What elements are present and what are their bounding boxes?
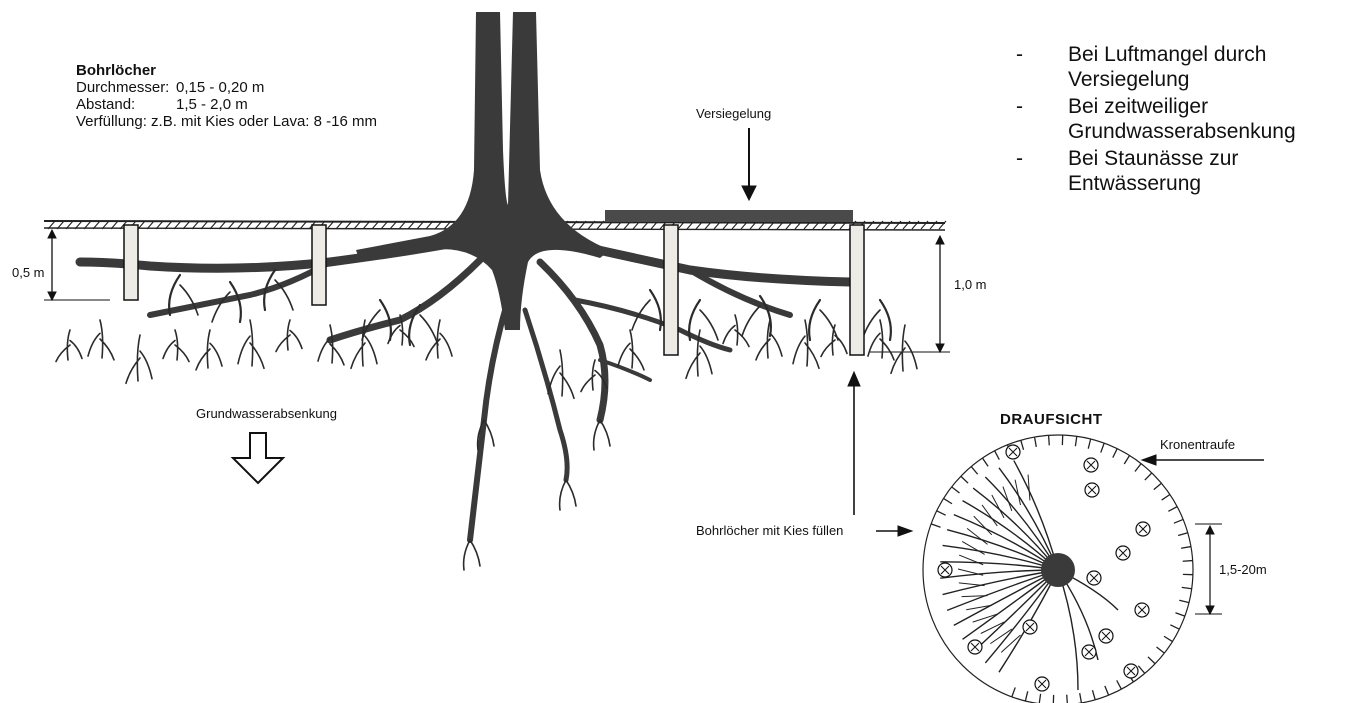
specs-row-distance: Abstand:1,5 - 2,0 m bbox=[76, 96, 377, 113]
label-depth-left: 0,5 m bbox=[12, 265, 45, 280]
fine-root bbox=[276, 320, 302, 352]
trunk-plan bbox=[1041, 553, 1075, 587]
groundwater-arrow bbox=[233, 433, 283, 483]
bullet-item: - Bei Staunässe zur Entwässerung bbox=[1016, 146, 1296, 196]
drip-line-tick bbox=[1067, 695, 1068, 703]
borehole-specs: Bohrlöcher Durchmesser:0,15 - 0,20 m Abs… bbox=[76, 62, 377, 130]
borehole bbox=[850, 225, 864, 355]
fine-root bbox=[196, 330, 222, 370]
root-branch bbox=[380, 300, 391, 340]
label-kronentraufe: Kronentraufe bbox=[1160, 437, 1235, 452]
fine-root bbox=[618, 330, 644, 370]
label-spacing: 1,5-20m bbox=[1219, 562, 1267, 577]
fine-root bbox=[723, 315, 749, 347]
root-branch bbox=[420, 315, 438, 345]
fine-root bbox=[238, 320, 264, 368]
borehole bbox=[664, 225, 678, 355]
bullet-item: - Bei Luftmangel durch Versiegelung bbox=[1016, 42, 1296, 92]
fine-root bbox=[318, 325, 344, 365]
fine-root bbox=[891, 325, 917, 373]
bullet-dash: - bbox=[1016, 94, 1023, 119]
label-versiegelung: Versiegelung bbox=[696, 106, 771, 121]
label-grundwasser: Grundwasserabsenkung bbox=[196, 406, 337, 421]
fine-root bbox=[426, 320, 452, 360]
label-bohrloecher-fill: Bohrlöcher mit Kies füllen bbox=[696, 523, 843, 538]
fine-root bbox=[756, 320, 782, 360]
label-draufsicht: DRAUFSICHT bbox=[1000, 411, 1103, 428]
bullet-list: - Bei Luftmangel durch Versiegelung - Be… bbox=[1016, 42, 1296, 198]
plan-view bbox=[923, 435, 1264, 703]
borehole bbox=[124, 225, 138, 300]
tree-trunk bbox=[356, 12, 610, 330]
bullet-line: Versiegelung bbox=[1068, 67, 1296, 92]
specs-fill: Verfüllung: z.B. mit Kies oder Lava: 8 -… bbox=[76, 113, 377, 130]
specs-key: Durchmesser: bbox=[76, 79, 176, 96]
specs-heading: Bohrlöcher bbox=[76, 62, 377, 79]
bullet-item: - Bei zeitweiliger Grundwasserabsenkung bbox=[1016, 94, 1296, 144]
fine-root bbox=[163, 330, 189, 362]
bullet-line: Grundwasserabsenkung bbox=[1068, 119, 1296, 144]
bullet-dash: - bbox=[1016, 146, 1023, 171]
bullet-dash: - bbox=[1016, 42, 1023, 67]
borehole bbox=[312, 225, 326, 305]
label-depth-right: 1,0 m bbox=[954, 277, 987, 292]
main-roots bbox=[80, 238, 850, 540]
plan-pointer-arrow bbox=[876, 526, 912, 536]
sealing-layer bbox=[605, 210, 853, 222]
sealing-arrow bbox=[742, 128, 756, 200]
drip-line-tick bbox=[1183, 561, 1193, 562]
fine-root bbox=[88, 320, 114, 360]
root-branch bbox=[760, 296, 771, 336]
bullet-line: Bei Luftmangel durch bbox=[1068, 42, 1296, 67]
root-branch bbox=[700, 310, 718, 340]
kronentraufe-arrow bbox=[1142, 455, 1264, 465]
specs-row-diameter: Durchmesser:0,15 - 0,20 m bbox=[76, 79, 377, 96]
root-branch bbox=[809, 300, 820, 340]
fine-root bbox=[793, 320, 819, 368]
fine-root bbox=[126, 335, 152, 383]
root-branch bbox=[742, 306, 760, 336]
fine-root bbox=[56, 330, 82, 362]
spacing-dimension bbox=[1195, 524, 1222, 614]
root-tip bbox=[560, 480, 576, 510]
borehole-pointer-arrow bbox=[848, 372, 860, 515]
specs-value: 1,5 - 2,0 m bbox=[176, 96, 248, 113]
bullet-line: Bei zeitweiliger bbox=[1068, 94, 1296, 119]
root-branch bbox=[230, 282, 241, 322]
bullet-line: Bei Staunässe zur bbox=[1068, 146, 1296, 171]
specs-value: 0,15 - 0,20 m bbox=[176, 79, 264, 96]
bullet-line: Entwässerung bbox=[1068, 171, 1296, 196]
drip-line-tick bbox=[1049, 435, 1050, 445]
root-tip bbox=[464, 540, 480, 570]
specs-key: Abstand: bbox=[76, 96, 176, 113]
root-tip bbox=[594, 420, 610, 450]
